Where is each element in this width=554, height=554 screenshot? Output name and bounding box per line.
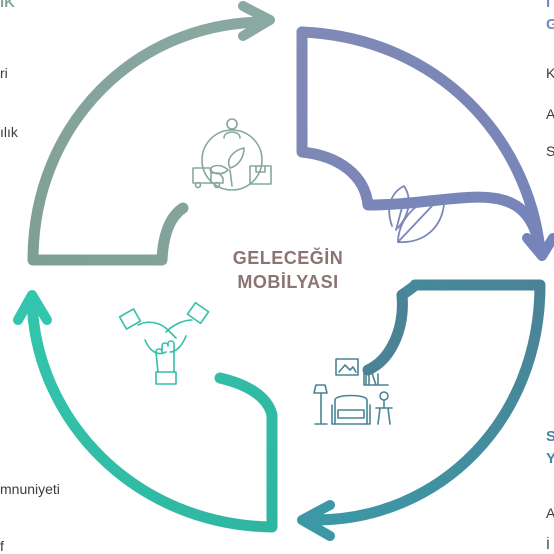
arc-top-left (27, 1, 275, 266)
arc-top-right (296, 26, 554, 261)
left-text-fragment-4: f (0, 538, 4, 554)
arrowhead-right (522, 233, 554, 261)
center-title-line1: GELECEĞİN (232, 248, 344, 268)
arrowhead-left (13, 290, 52, 325)
left-text-fragment-3: mnuniyeti (0, 481, 60, 497)
supply-chain-icon (192, 118, 272, 191)
right-text-fragment-2: A (546, 106, 554, 122)
arc-bottom-left (13, 290, 278, 533)
right-text-fragment-3: S (546, 143, 554, 159)
left-text-fragment-2: ılık (0, 124, 18, 140)
furniture-room-icon (313, 358, 393, 425)
arc-bottom-right (297, 279, 546, 541)
right-heading-top-fragment-2: G (546, 16, 554, 33)
right-text-fragment-5: İ (546, 536, 550, 552)
right-heading-top-fragment: I (546, 0, 551, 11)
center-title-line2: MOBİLYASI (237, 272, 339, 292)
arrowhead-bottom (297, 500, 335, 541)
left-heading-fragment: IK (0, 0, 15, 11)
left-text-fragment-1: ri (0, 65, 8, 81)
arrowhead-top (238, 1, 275, 41)
right-heading-bottom-fragment-2: Y (546, 450, 554, 467)
teamwork-hands-icon (118, 301, 210, 385)
right-text-fragment-4: A (546, 505, 554, 521)
center-title: GELECEĞİN MOBİLYASI (200, 246, 376, 294)
right-text-fragment-1: K (546, 65, 554, 81)
leaf-icon (388, 185, 445, 243)
right-heading-bottom-fragment-1: S (546, 428, 554, 445)
